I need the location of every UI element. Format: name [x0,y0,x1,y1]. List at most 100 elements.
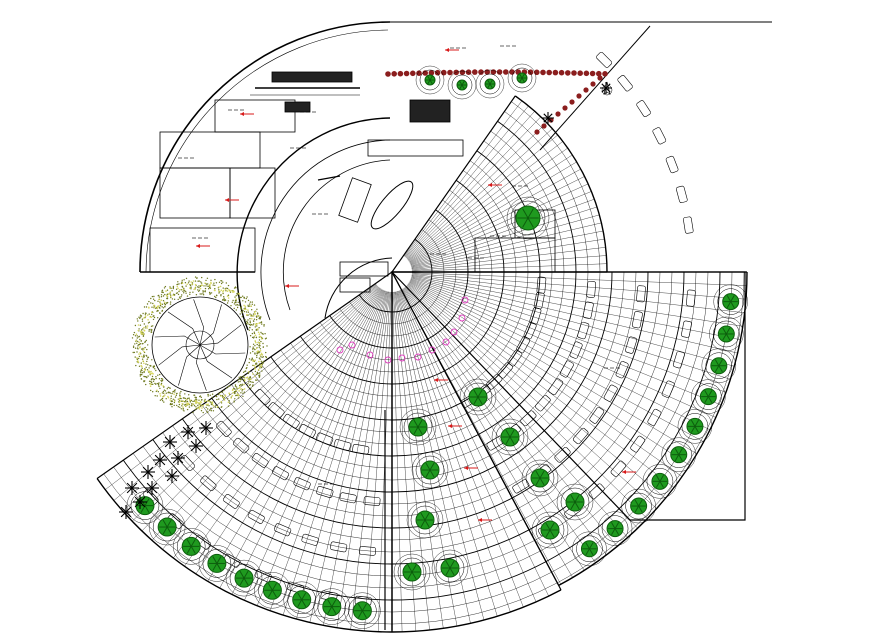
garden-speckle [205,288,206,289]
garden-speckle [141,348,142,349]
garden-speckle [157,383,158,384]
garden-speckle [133,347,134,348]
garden-speckle [243,375,244,376]
garden-speckle [250,321,251,322]
garden-speckle [234,393,235,394]
garden-speckle [139,318,140,319]
garden-speckle [260,366,262,368]
garden-speckle [145,327,146,328]
garden-speckle [223,298,224,299]
garden-speckle [216,399,217,400]
garden-speckle [143,363,145,365]
garden-speckle [151,316,153,318]
garden-speckle [149,313,150,314]
garden-speckle [186,399,188,401]
garden-speckle [228,300,229,301]
garden-speckle [135,365,136,366]
garden-speckle [259,339,260,340]
garden-speckle [169,288,171,290]
garden-speckle [256,309,257,310]
hedge-shrub [577,70,583,76]
garden-speckle [189,294,190,295]
garden-speckle [149,381,150,382]
garden-speckle [261,362,262,363]
hedge-shrub [540,70,546,76]
garden-speckle [183,397,184,398]
garden-speckle [252,384,253,385]
garden-speckle [252,373,254,375]
garden-speckle [258,345,259,346]
garden-speckle [158,310,159,311]
garden-speckle [254,345,255,346]
garden-speckle [154,317,155,318]
garden-speckle [161,294,162,295]
garden-speckle [137,320,138,321]
garden-speckle [236,388,237,389]
garden-speckle [151,332,152,333]
garden-speckle [207,278,208,279]
garden-speckle [243,305,245,307]
garden-speckle [180,396,182,398]
garden-speckle [204,399,205,400]
garden-speckle [251,324,252,325]
garden-speckle [257,312,258,313]
garden-speckle [220,401,222,403]
garden-speckle [160,380,161,381]
garden-speckle [151,326,152,327]
garden-speckle [139,339,140,340]
hedge-shrub [503,69,509,75]
garden-speckle [190,281,192,283]
garden-speckle [181,403,183,405]
garden-speckle [223,296,224,297]
garden-speckle [194,405,195,406]
garden-speckle [257,344,258,345]
garden-speckle [200,401,202,403]
garden-speckle [249,318,250,319]
garden-speckle [230,397,232,399]
garden-speckle [162,380,163,381]
garden-speckle [195,397,196,398]
garden-speckle [248,312,249,313]
garden-speckle [209,285,211,287]
garden-speckle [187,398,188,399]
hedge-shrub [569,99,574,104]
garden-speckle [218,394,219,395]
garden-speckle [252,358,253,359]
garden-speckle [180,400,182,402]
garden-speckle [141,374,142,375]
bar [410,100,450,122]
garden-speckle [251,309,252,310]
garden-speckle [173,399,174,400]
tree-icon [508,64,536,92]
garden-speckle [246,298,247,299]
garden-speckle [185,398,186,399]
garden-speckle [207,408,208,409]
garden-speckle [146,349,147,350]
garden-speckle [201,277,202,278]
garden-speckle [179,407,180,408]
garden-speckle [253,336,254,337]
garden-speckle [148,330,149,331]
garden-speckle [132,337,133,338]
garden-speckle [143,333,145,335]
garden-speckle [263,361,264,362]
garden-speckle [159,296,160,297]
garden-speckle [215,407,216,408]
garden-speckle [259,374,260,375]
garden-speckle [216,396,217,397]
garden-speckle [143,317,145,319]
garden-speckle [253,348,254,349]
garden-speckle [218,286,220,288]
garden-speckle [260,332,261,333]
garden-speckle [238,305,239,306]
garden-speckle [184,404,185,405]
garden-speckle [234,308,235,309]
garden-speckle [152,391,153,392]
garden-speckle [259,333,261,335]
garden-speckle [252,333,253,334]
garden-speckle [188,280,189,281]
garden-speckle [158,295,159,296]
garden-speckle [161,292,162,293]
garden-speckle [258,361,260,363]
garden-speckle [195,409,196,410]
